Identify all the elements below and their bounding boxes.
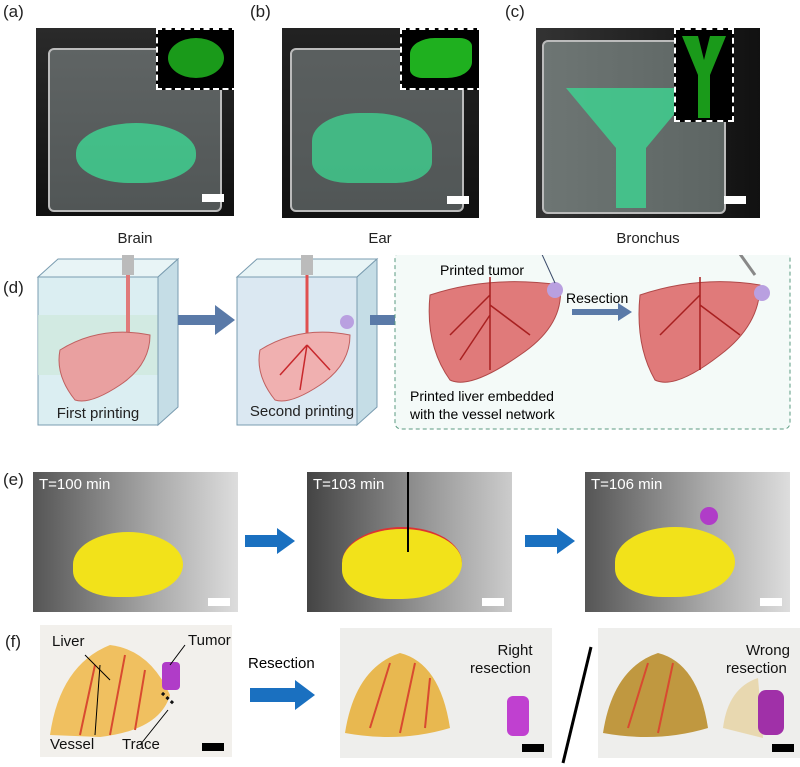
nozzle-icon (301, 255, 313, 275)
caption-bronchus: Bronchus (616, 230, 680, 247)
label-tumor: Tumor (188, 632, 231, 649)
label-liver: Liver (52, 633, 85, 650)
scale-bar (724, 196, 746, 204)
brain-model-inset (156, 28, 234, 90)
time-label: T=106 min (591, 476, 663, 493)
arrow-icon (572, 303, 632, 321)
gel-box-first (36, 255, 180, 427)
print-photo-106min: T=106 min (585, 472, 790, 612)
arrow-icon (178, 305, 235, 335)
bronchus-model-inset (674, 28, 734, 122)
time-label: T=100 min (39, 476, 111, 493)
scale-bar (202, 194, 224, 202)
yellow-liver (73, 532, 183, 597)
caption-second-printing: Second printing (249, 403, 355, 420)
scale-bar (447, 196, 469, 204)
bronchus-gel-print (566, 88, 696, 208)
tumor-icon (547, 282, 563, 298)
wrong-resection-photo: Wrong resection (598, 628, 800, 758)
arrow-icon (245, 528, 295, 554)
label-wrong: Wrong (746, 642, 790, 659)
panel-label-d: (d) (3, 278, 24, 297)
label-resection-f: Resection (248, 655, 315, 672)
brain-photo (36, 28, 234, 216)
arrow-icon (525, 528, 575, 554)
panel-label-b: (b) (250, 2, 271, 21)
printing-schematic (36, 255, 791, 430)
label-vessel: Vessel (50, 736, 95, 753)
label-wrong-resection: resection (726, 660, 787, 677)
scale-bar (202, 743, 224, 751)
print-photo-100min: T=100 min (33, 472, 238, 612)
scale-bar (522, 744, 544, 752)
scale-bar (208, 598, 230, 606)
panel-label-c: (c) (505, 2, 525, 21)
divider-slash (561, 646, 593, 764)
caption-first-printing: First printing (56, 405, 140, 422)
print-photo-103min: T=103 min (307, 472, 512, 612)
ear-gel-print (312, 113, 432, 183)
tumor-icon (340, 315, 354, 329)
label-resection: Resection (566, 290, 629, 306)
label-trace: Trace (122, 736, 160, 753)
gel-box-second (235, 255, 379, 427)
brain-gel-print (76, 123, 196, 183)
caption-ear: Ear (368, 230, 392, 247)
scale-bar (482, 598, 504, 606)
panel-label-a: (a) (3, 2, 24, 21)
yellow-liver (615, 527, 735, 597)
ear-photo (282, 28, 479, 218)
label-right: Right (497, 642, 533, 659)
nozzle-icon (122, 255, 134, 275)
bronchus-photo (536, 28, 760, 218)
label-liver-line2: with the vessel network (410, 406, 555, 422)
label-liver-line1: Printed liver embedded (410, 388, 554, 404)
liver-tumor-photo: Liver Tumor Vessel Trace (40, 625, 232, 757)
liver-icon (58, 331, 151, 402)
yellow-liver (342, 527, 462, 599)
scale-bar (760, 598, 782, 606)
panel-label-e: (e) (3, 470, 24, 489)
caption-brain: Brain (117, 230, 153, 247)
tumor-icon (754, 285, 770, 301)
liver-icon (258, 331, 351, 402)
label-right-resection: resection (470, 660, 531, 677)
arrow-icon (250, 680, 315, 710)
time-label: T=103 min (313, 476, 385, 493)
label-printed-tumor: Printed tumor (440, 262, 525, 278)
ear-model-inset (400, 28, 479, 90)
scalpel-icon (738, 255, 757, 276)
scale-bar (772, 744, 794, 752)
right-resection-photo: Right resection (340, 628, 552, 758)
tumor (700, 507, 718, 525)
panel-label-f: (f) (5, 632, 22, 651)
